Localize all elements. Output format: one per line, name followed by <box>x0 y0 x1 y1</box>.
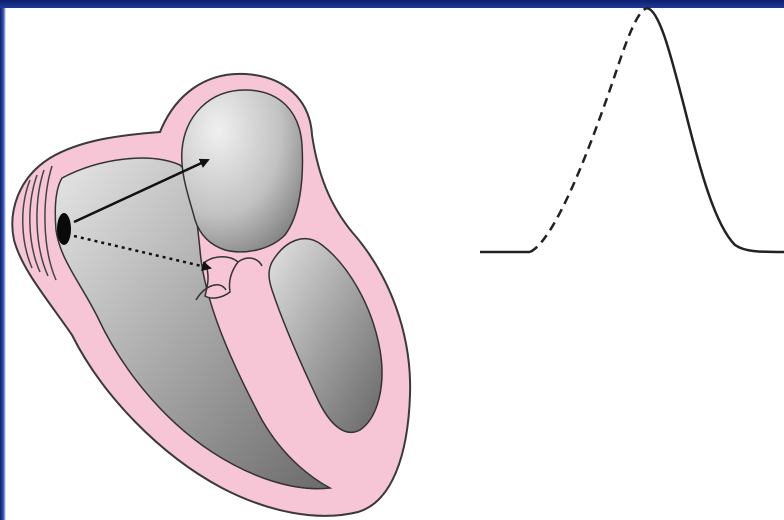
right-atrium-chamber <box>182 90 303 252</box>
waveform-trace <box>480 8 784 252</box>
waveform-upstroke-dashed <box>530 8 647 252</box>
waveform-downstroke-solid <box>647 8 784 252</box>
ectopic-focus <box>57 213 71 245</box>
